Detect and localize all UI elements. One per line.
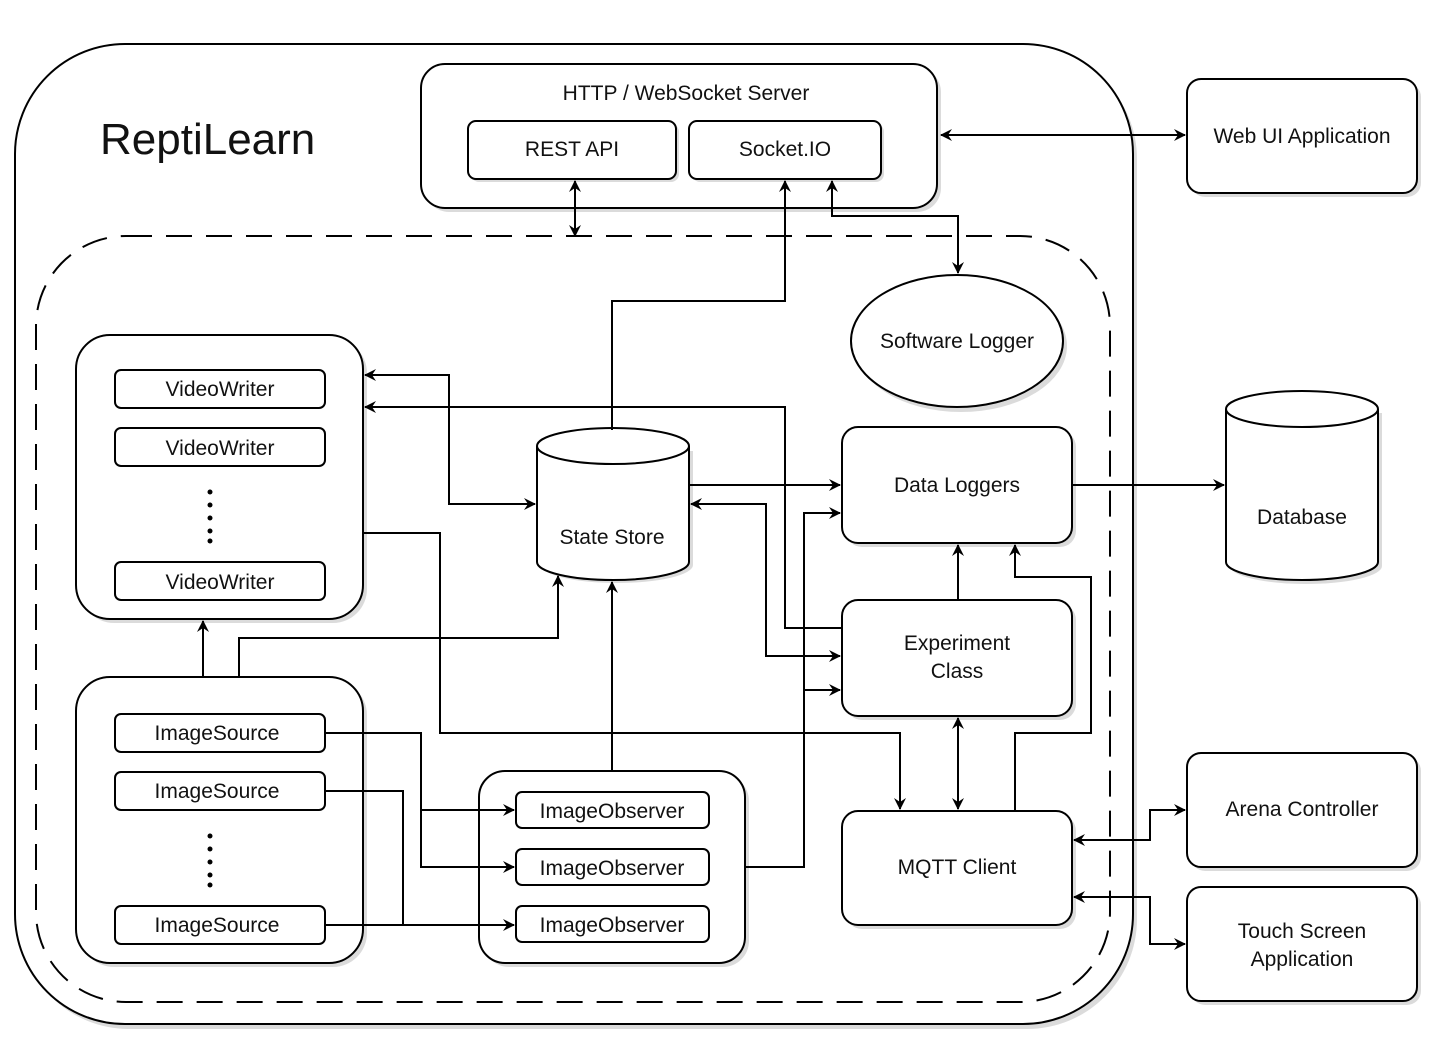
http-websocket-server: HTTP / WebSocket Server REST API Socket.… (420, 63, 941, 212)
image-observer-2 (515, 848, 710, 886)
svg-text:Arena Controller: Arena Controller (1226, 798, 1379, 821)
svg-text:State Store: State Store (559, 526, 664, 549)
mqtt-arena-link (1073, 804, 1186, 846)
svg-text:ImageSource: ImageSource (155, 780, 280, 803)
svg-text:VideoWriter: VideoWriter (166, 378, 275, 401)
database: Database (1225, 390, 1382, 584)
svg-text:MQTT Client: MQTT Client (898, 856, 1017, 879)
statestore-socketio-link (611, 180, 791, 430)
svg-text:VideoWriter: VideoWriter (166, 571, 275, 594)
svg-text:Database: Database (1257, 506, 1347, 529)
video-writer-1 (114, 369, 326, 409)
mqtt-touchscreen-link (1073, 891, 1186, 950)
socketio-logger-link (826, 180, 964, 274)
arena-controller: Arena Controller (1186, 752, 1421, 871)
svg-text:Web UI Application: Web UI Application (1213, 125, 1390, 148)
video-writers-group: VideoWriter VideoWriter VideoWriter (75, 334, 367, 623)
image-sources-group: ImageSource ImageSource ImageSource (75, 676, 367, 967)
image-observer-3 (515, 905, 710, 943)
experiment-class: Experiment Class (841, 599, 1076, 720)
svg-text:ImageObserver: ImageObserver (540, 914, 685, 937)
imagesources-statestore-link (238, 575, 564, 677)
video-writer-3 (114, 561, 326, 601)
socketio-box (688, 120, 882, 180)
videowriters-mqtt-link (363, 532, 906, 810)
rest-api-label: REST API (525, 138, 619, 161)
svg-text:ImageObserver: ImageObserver (540, 857, 685, 880)
svg-text:VideoWriter: VideoWriter (166, 437, 275, 460)
svg-text:Data Loggers: Data Loggers (894, 474, 1020, 497)
svg-text:Application: Application (1251, 948, 1354, 971)
videowriters-statestore-link (364, 369, 536, 510)
image-observers-group: ImageObserver ImageObserver ImageObserve… (478, 770, 749, 967)
software-logger: Software Logger (850, 274, 1067, 412)
svg-text:Touch Screen: Touch Screen (1238, 920, 1366, 943)
svg-text:Software Logger: Software Logger (880, 330, 1034, 353)
mqtt-client: MQTT Client (841, 810, 1076, 929)
image-source-ellipsis (207, 833, 213, 888)
rest-api-box (467, 120, 677, 180)
state-store: State Store (536, 427, 693, 583)
connectors (197, 129, 1225, 950)
source2-observer-link (325, 790, 404, 925)
system-title: ReptiLearn (100, 115, 315, 164)
socketio-label: Socket.IO (739, 138, 831, 161)
video-writer-ellipsis (207, 489, 213, 544)
svg-text:ImageSource: ImageSource (155, 914, 280, 937)
mqtt-dataloggers-link (1009, 544, 1092, 811)
image-observer-1 (515, 791, 710, 829)
svg-text:ImageSource: ImageSource (155, 722, 280, 745)
source1-observer2-link (420, 810, 515, 873)
source1-observer-link (325, 732, 515, 816)
svg-text:ImageObserver: ImageObserver (540, 800, 685, 823)
web-ui-application: Web UI Application (1186, 78, 1421, 197)
server-title: HTTP / WebSocket Server (563, 82, 810, 105)
svg-text:Class: Class (931, 660, 984, 683)
video-writer-2 (114, 427, 326, 467)
touch-screen-application: Touch Screen Application (1186, 886, 1421, 1005)
data-loggers: Data Loggers (841, 426, 1076, 547)
svg-text:Experiment: Experiment (904, 632, 1010, 655)
